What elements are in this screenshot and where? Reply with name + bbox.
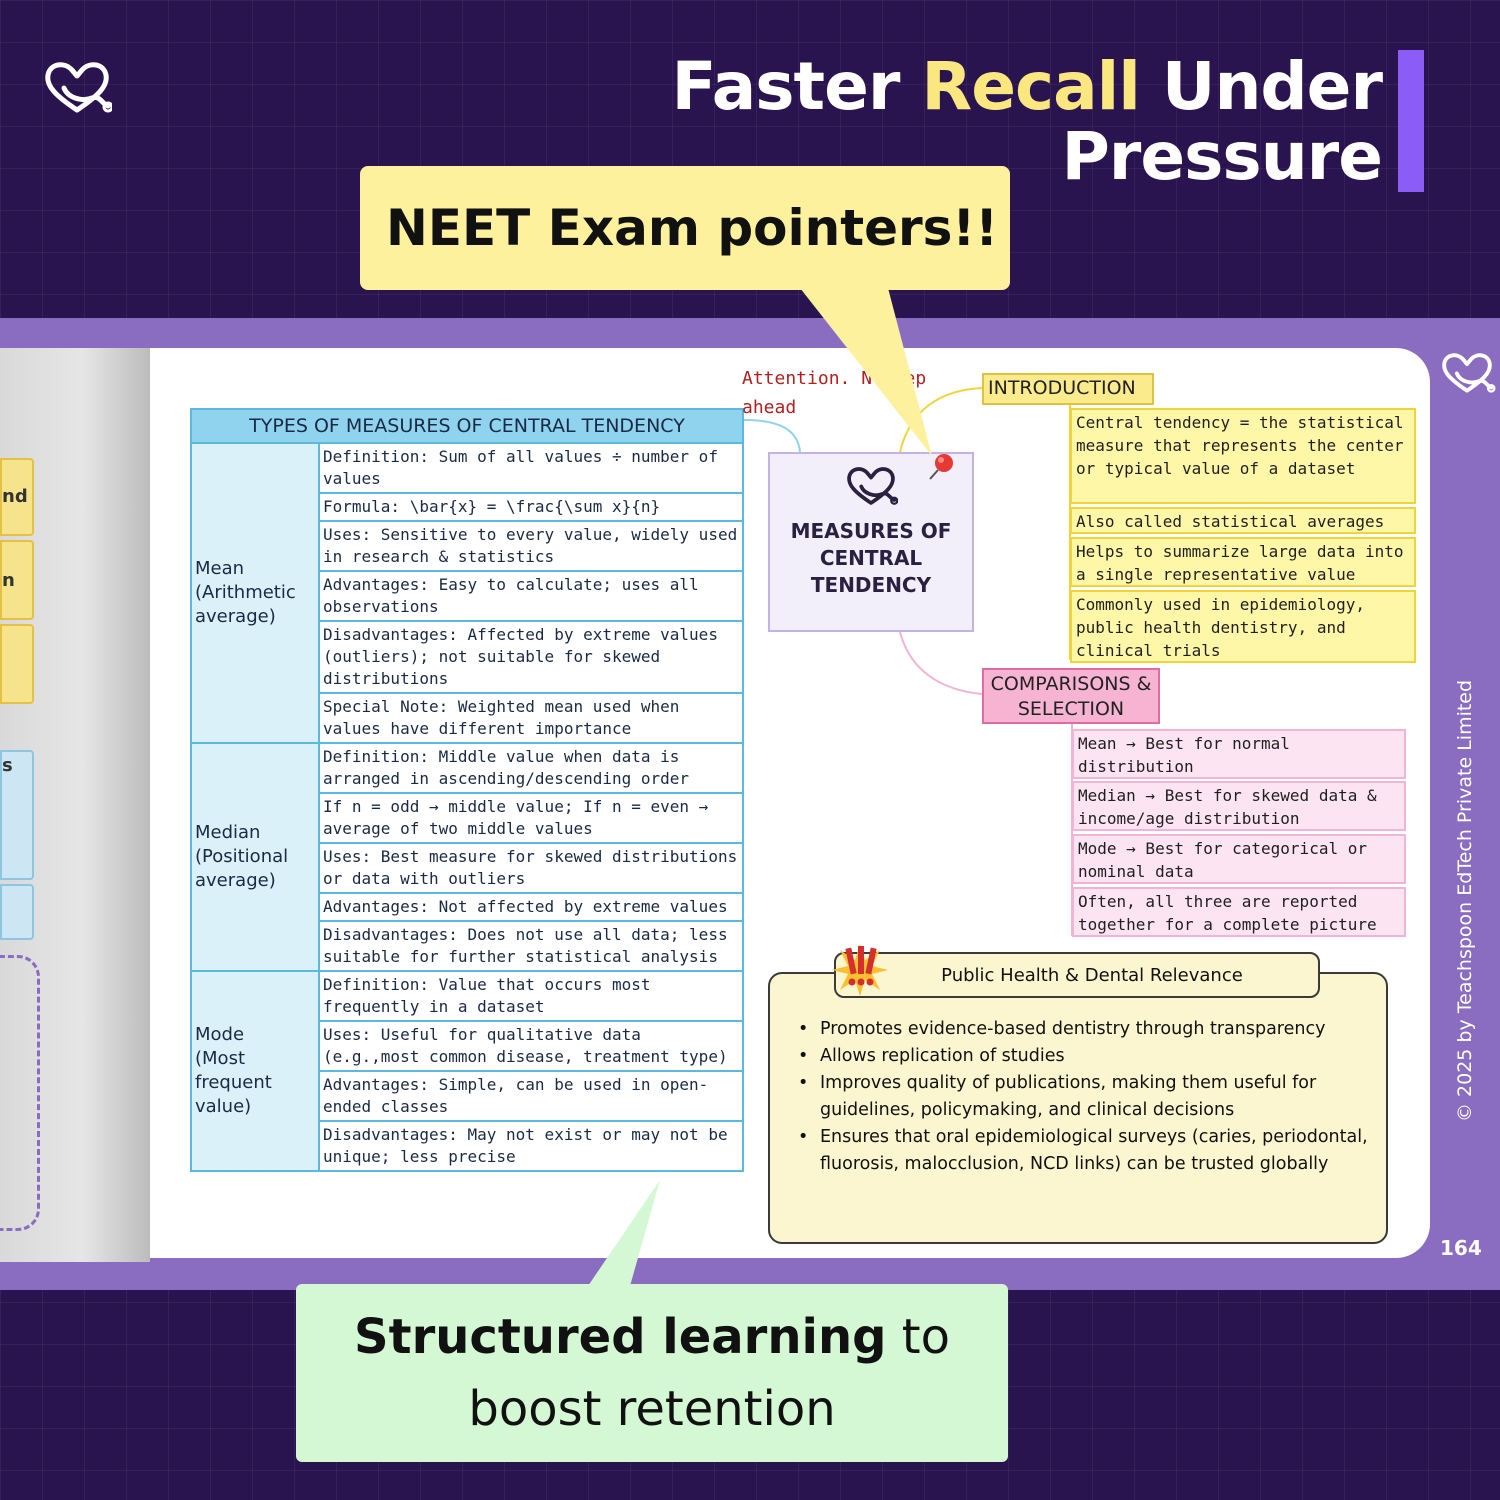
left-dashed-box <box>0 955 40 1231</box>
table-cell: Special Note: Weighted mean used when va… <box>318 692 744 744</box>
table-row: Uses: Best measure for skewed distributi… <box>191 842 744 894</box>
table-cell: If n = odd → middle value; If n = even →… <box>318 792 744 844</box>
category-mode: Mode (Most frequent value) <box>190 970 320 1172</box>
table-cell: Definition: Value that occurs most frequ… <box>318 970 744 1022</box>
table-cell: Definition: Middle value when data is ar… <box>318 742 744 794</box>
callout-bottom-line1: Structured learning to <box>354 1301 950 1373</box>
left-card-2: n <box>0 540 34 620</box>
comparisons-label: COMPARISONS & SELECTION <box>982 668 1160 724</box>
table-cell: Definition: Sum of all values ÷ number o… <box>318 442 744 494</box>
table-cell: Uses: Best measure for skewed distributi… <box>318 842 744 894</box>
relevance-bullet: Improves quality of publications, making… <box>796 1070 1368 1124</box>
category-median: Median (Positional average) <box>190 742 320 972</box>
callout-bottom-bold: Structured learning <box>354 1309 887 1365</box>
central-node: MEASURES OF CENTRAL TENDENCY <box>768 452 974 632</box>
table-cell: Disadvantages: May not exist or may not … <box>318 1120 744 1172</box>
relevance-title: Public Health & Dental Relevance <box>834 952 1320 998</box>
table-cell: Advantages: Easy to calculate; uses all … <box>318 570 744 622</box>
headline-highlight: Recall <box>921 48 1140 125</box>
comparison-leaf: Mode → Best for categorical or nominal d… <box>1072 834 1406 884</box>
table-row: Disadvantages: May not exist or may not … <box>191 1120 744 1172</box>
table-cell: Advantages: Simple, can be used in open-… <box>318 1070 744 1122</box>
relevance-box: Promotes evidence-based dentistry throug… <box>768 972 1388 1244</box>
central-tendency-table: TYPES OF MEASURES OF CENTRAL TENDENCY Me… <box>190 408 744 1172</box>
table-cell: Advantages: Not affected by extreme valu… <box>318 892 744 922</box>
intro-leaf: Also called statistical averages <box>1070 507 1416 534</box>
table-title: TYPES OF MEASURES OF CENTRAL TENDENCY <box>190 408 744 444</box>
heart-stethoscope-icon <box>847 467 898 505</box>
callout-bottom-rest: to <box>886 1309 950 1365</box>
central-node-title: MEASURES OF CENTRAL TENDENCY <box>790 519 952 597</box>
relevance-bullet: Allows replication of studies <box>796 1043 1368 1070</box>
headline-line2: Pressure <box>1061 118 1383 195</box>
table-row: Mode (Most frequent value)Definition: Va… <box>190 970 744 1172</box>
callout-bottom-line2: boost retention <box>468 1381 836 1437</box>
headline-part1: Faster <box>671 48 922 125</box>
callout-neet-pointers: NEET Exam pointers!! <box>360 166 1010 290</box>
intro-leaf: Helps to summarize large data into a sin… <box>1070 537 1416 587</box>
introduction-label: INTRODUCTION <box>982 373 1154 405</box>
copyright-text: © 2025 by Teachspoon EdTech Private Limi… <box>1454 679 1476 1122</box>
relevance-list: Promotes evidence-based dentistry throug… <box>796 1016 1368 1178</box>
pushpin-icon <box>929 454 953 480</box>
table-row: Formula: \bar{x} = \frac{\sum x}{n} <box>191 492 744 522</box>
headline: Faster Recall Under Pressure <box>622 52 1383 195</box>
table-row: If n = odd → middle value; If n = even →… <box>191 792 744 844</box>
callout-structured-learning: Structured learning to boost retention <box>296 1284 1008 1462</box>
table-cell: Disadvantages: Affected by extreme value… <box>318 620 744 694</box>
table-row: Advantages: Easy to calculate; uses all … <box>191 570 744 622</box>
intro-leaf: Commonly used in epidemiology, public he… <box>1070 590 1416 663</box>
table-row: Median (Positional average)Definition: M… <box>190 742 744 972</box>
comparison-leaf: Often, all three are reported together f… <box>1072 887 1406 937</box>
left-card-3 <box>0 624 34 704</box>
heart-stethoscope-icon <box>1442 353 1496 393</box>
comparison-leaf: Median → Best for skewed data & income/a… <box>1072 781 1406 831</box>
page-number: 164 <box>1440 1236 1482 1260</box>
table-row: Mean (Arithmetic average)Definition: Sum… <box>190 442 744 744</box>
table-row: Uses: Useful for qualitative data (e.g.,… <box>191 1020 744 1072</box>
headline-accent-bar <box>1398 50 1424 192</box>
table-row: Special Note: Weighted mean used when va… <box>191 692 744 744</box>
relevance-bullet: Promotes evidence-based dentistry throug… <box>796 1016 1368 1043</box>
comparison-leaf: Mean → Best for normal distribution <box>1072 729 1406 779</box>
attention-note: Attention. N prep ahead <box>742 368 927 418</box>
heart-stethoscope-icon <box>45 62 112 113</box>
left-card-4: s <box>0 750 34 880</box>
table-row: Advantages: Not affected by extreme valu… <box>191 892 744 922</box>
intro-leaf: Central tendency = the statistical measu… <box>1070 408 1416 504</box>
table-row: Disadvantages: Does not use all data; le… <box>191 920 744 972</box>
headline-part2: Under <box>1139 48 1383 125</box>
table-row: Disadvantages: Affected by extreme value… <box>191 620 744 694</box>
alert-burst-icon <box>832 944 888 996</box>
table-cell: Disadvantages: Does not use all data; le… <box>318 920 744 972</box>
table-cell: Formula: \bar{x} = \frac{\sum x}{n} <box>318 492 744 522</box>
relevance-bullet: Ensures that oral epidemiological survey… <box>796 1124 1368 1178</box>
table-cell: Uses: Useful for qualitative data (e.g.,… <box>318 1020 744 1072</box>
table-row: Advantages: Simple, can be used in open-… <box>191 1070 744 1122</box>
table-cell: Uses: Sensitive to every value, widely u… <box>318 520 744 572</box>
left-card-5 <box>0 884 34 940</box>
category-mean: Mean (Arithmetic average) <box>190 442 320 744</box>
table-row: Uses: Sensitive to every value, widely u… <box>191 520 744 572</box>
left-card-1: nd <box>0 458 34 536</box>
